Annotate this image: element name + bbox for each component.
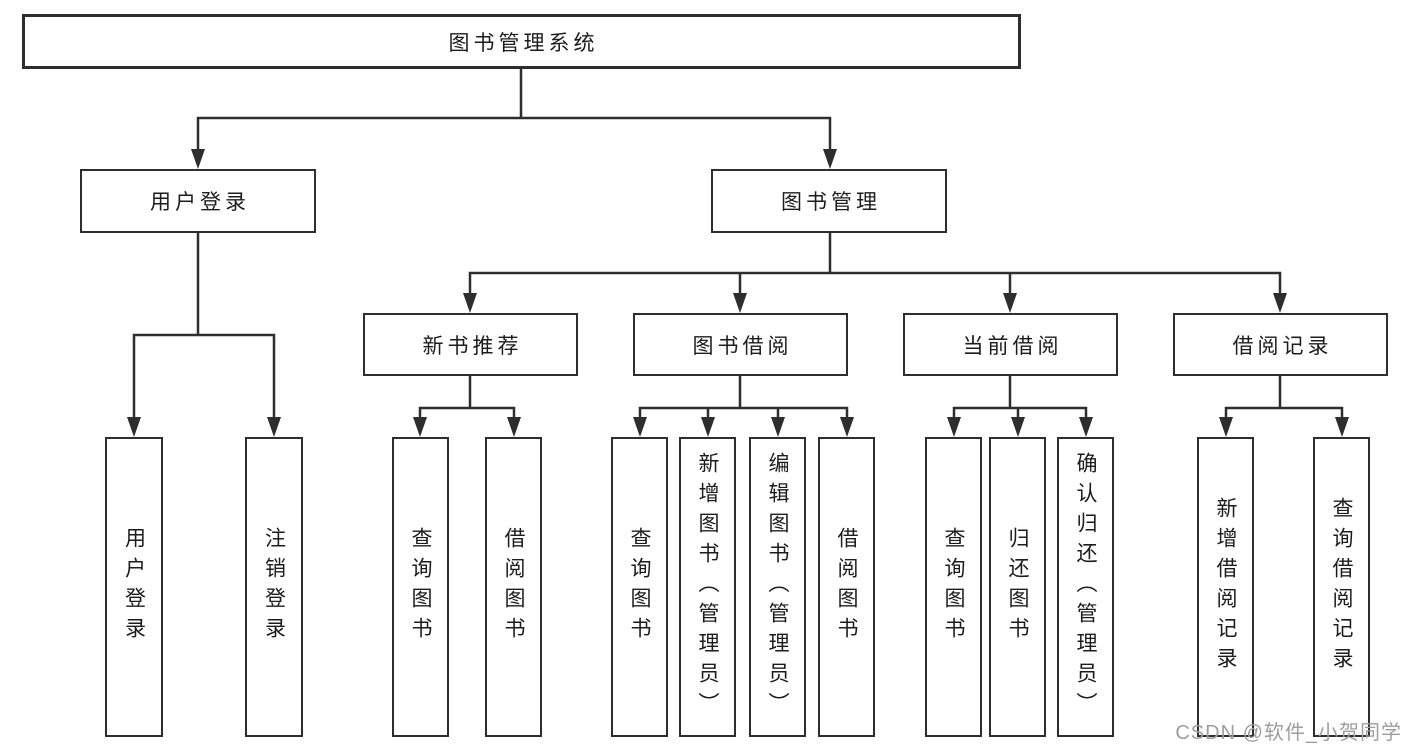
edge-book-borrowing-to-leaves (633, 375, 854, 437)
node-borrowing-records: 借阅记录 (1173, 313, 1388, 376)
node-root: 图书管理系统 (22, 14, 1021, 69)
node-user-login: 用户登录 (80, 169, 316, 233)
leaf-user-login: 用户登录 (105, 437, 163, 737)
leaf-current-confirm-return-admin: 确认归还（管理员） (1057, 437, 1114, 737)
edge-book-management-to-level3 (463, 231, 1287, 313)
leaf-recommend-query-book: 查询图书 (392, 437, 449, 737)
leaf-recommend-borrow-book: 借阅图书 (485, 437, 542, 737)
leaf-current-return-book: 归还图书 (989, 437, 1046, 737)
leaf-borrowing-query-book: 查询图书 (611, 437, 668, 737)
edge-borrowing-records-to-leaves (1219, 375, 1349, 437)
leaf-current-query-book: 查询图书 (925, 437, 982, 737)
leaf-borrowing-borrow-book: 借阅图书 (818, 437, 875, 737)
leaf-borrowing-edit-book-admin: 编辑图书（管理员） (749, 437, 806, 737)
leaf-records-add-record: 新增借阅记录 (1197, 437, 1254, 737)
edge-user-login-to-leaves (127, 231, 281, 437)
leaf-logout: 注销登录 (245, 437, 303, 737)
node-current-borrowing: 当前借阅 (903, 313, 1118, 376)
node-new-book-recommend: 新书推荐 (363, 313, 578, 376)
leaf-borrowing-add-book-admin: 新增图书（管理员） (679, 437, 736, 737)
edge-new-book-recommend-to-leaves (413, 375, 521, 437)
node-book-management: 图书管理 (711, 169, 947, 233)
node-book-borrowing: 图书借阅 (633, 313, 848, 376)
edge-root-to-level2 (191, 67, 837, 169)
edge-current-borrowing-to-leaves (947, 375, 1093, 437)
leaf-records-query-record: 查询借阅记录 (1313, 437, 1370, 737)
watermark: CSDN @软件_小贺同学 (1175, 722, 1402, 744)
